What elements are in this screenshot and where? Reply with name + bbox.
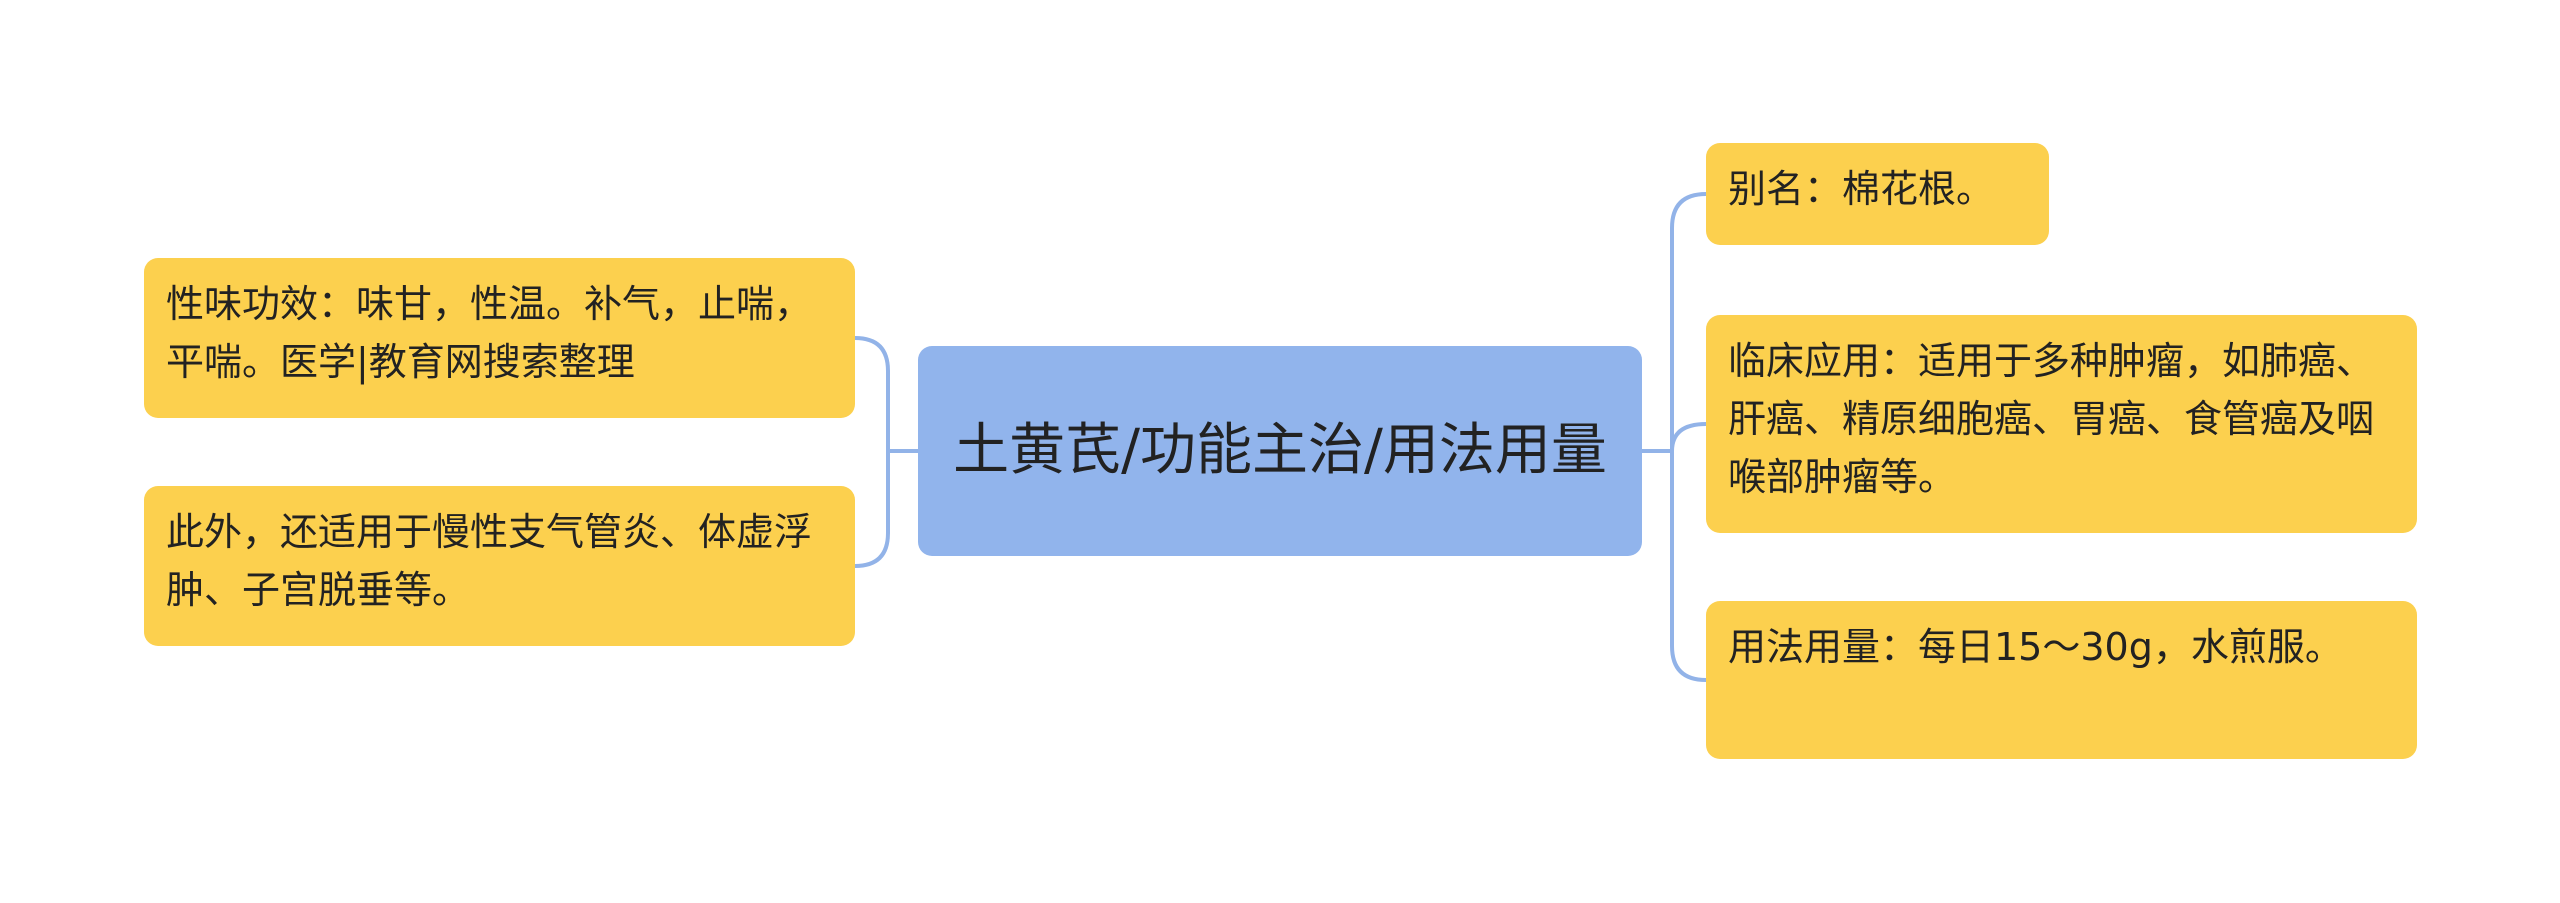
subtopic-clinical-application[interactable]: 临床应用：适用于多种肿瘤，如肺癌、肝癌、精原细胞癌、胃癌、食管癌及咽喉部肿瘤等。 <box>1706 315 2417 533</box>
subtopic-properties-effects[interactable]: 性味功效：味甘，性温。补气，止喘，平喘。医学|教育网搜索整理 <box>144 258 855 418</box>
subtopic-dosage-text: 用法用量：每日15～30g，水煎服。 <box>1728 625 2343 669</box>
subtopic-alias[interactable]: 别名：棉花根。 <box>1706 143 2049 245</box>
subtopic-properties-effects-text: 性味功效：味甘，性温。补气，止喘，平喘。医学|教育网搜索整理 <box>166 282 813 384</box>
subtopic-other-uses-text: 此外，还适用于慢性支气管炎、体虚浮肿、子宫脱垂等。 <box>166 510 813 612</box>
subtopic-dosage[interactable]: 用法用量：每日15～30g，水煎服。 <box>1706 601 2417 759</box>
connector-right-middle <box>1670 422 1708 453</box>
subtopic-clinical-application-text: 临床应用：适用于多种肿瘤，如肺癌、肝癌、精原细胞癌、胃癌、食管癌及咽喉部肿瘤等。 <box>1728 339 2375 499</box>
subtopic-other-uses[interactable]: 此外，还适用于慢性支气管炎、体虚浮肿、子宫脱垂等。 <box>144 486 855 646</box>
connector-right-bracket <box>1670 192 1708 682</box>
root-topic[interactable]: 土黄芪/功能主治/用法用量 <box>918 346 1642 556</box>
connector-left-bracket <box>853 336 890 568</box>
root-topic-title: 土黄芪/功能主治/用法用量 <box>953 418 1607 483</box>
subtopic-alias-text: 别名：棉花根。 <box>1728 167 1995 211</box>
